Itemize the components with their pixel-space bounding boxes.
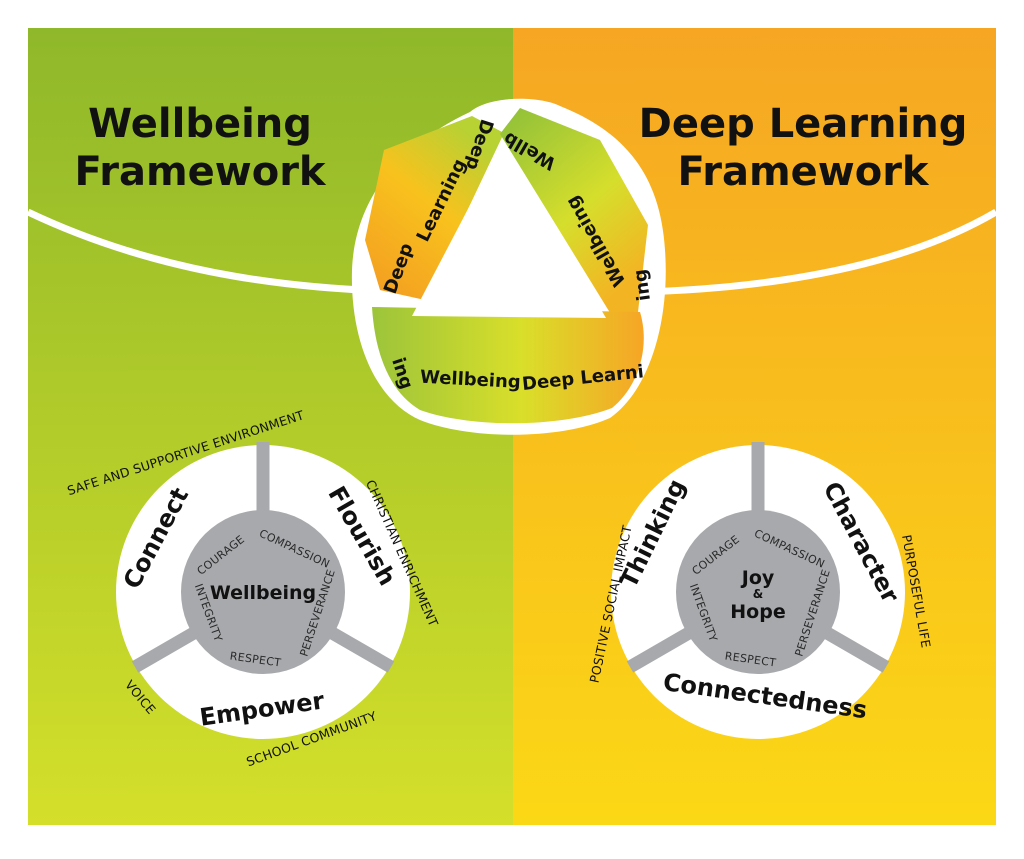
left-title-line1: Wellbeing [88, 101, 312, 147]
spoke-left [626, 624, 698, 673]
mobius-left-band [365, 116, 504, 300]
spoke-right [818, 624, 890, 673]
right-title-line1: Deep Learning [639, 101, 968, 147]
right-title-line2: Framework [677, 149, 929, 195]
mobius-bottom-band [372, 307, 644, 424]
hub [676, 510, 840, 674]
hub-center-joy: Joy [740, 567, 775, 589]
hub [181, 510, 345, 674]
mobius-right-ing: ing [630, 268, 655, 302]
hub-center-amp: & [753, 587, 763, 601]
mobius-right-band [500, 108, 648, 316]
mobius-center [412, 142, 606, 318]
mobius-strip: ing Wellbeing Deep Learni Deep Learning … [351, 98, 666, 435]
hub-center-label: Wellbeing [210, 582, 316, 604]
spoke-left [131, 624, 203, 673]
hub-center-hope: Hope [730, 601, 785, 623]
wellbeing-wheel: Wellbeing COURAGE COMPASSION PERSEVERANC… [116, 442, 410, 739]
spoke-right [323, 624, 395, 673]
left-title-line2: Framework [74, 149, 326, 195]
